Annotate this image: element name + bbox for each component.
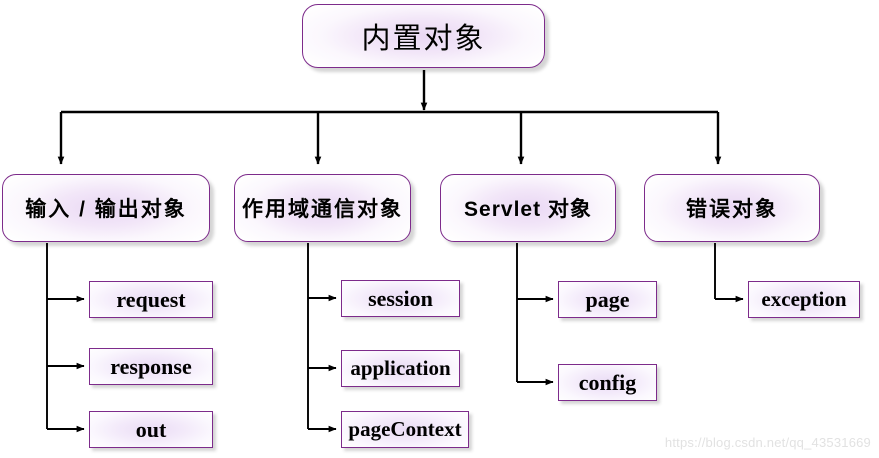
leaf-exception-label: exception: [761, 287, 847, 311]
node-branch-3-label: Servlet 对象: [464, 198, 592, 221]
leaf-request[interactable]: request: [89, 281, 213, 318]
node-branch-3[interactable]: Servlet 对象: [440, 174, 616, 242]
node-root[interactable]: 内置对象: [302, 4, 545, 68]
node-branch-1[interactable]: 输入 / 输出对象: [2, 174, 210, 242]
node-root-label: 内置对象: [361, 23, 486, 55]
node-branch-1-label: 输入 / 输出对象: [25, 198, 187, 221]
node-branch-4-label: 错误对象: [686, 198, 778, 221]
leaf-config[interactable]: config: [558, 364, 657, 401]
leaf-session-label: session: [368, 285, 433, 311]
leaf-pagecontext[interactable]: pageContext: [341, 411, 469, 448]
leaf-session[interactable]: session: [341, 280, 460, 317]
leaf-page[interactable]: page: [558, 281, 657, 318]
watermark: https://blog.csdn.net/qq_43531669: [664, 435, 871, 450]
leaf-out-label: out: [135, 416, 167, 442]
leaf-application[interactable]: application: [341, 350, 460, 387]
node-branch-2[interactable]: 作用域通信对象: [234, 174, 411, 242]
node-branch-4[interactable]: 错误对象: [644, 174, 820, 242]
leaf-application-label: application: [350, 356, 451, 380]
node-branch-2-label: 作用域通信对象: [242, 198, 403, 221]
leaf-response-label: response: [110, 353, 192, 379]
leaf-out[interactable]: out: [89, 411, 213, 448]
leaf-exception[interactable]: exception: [748, 281, 860, 318]
leaf-page-label: page: [585, 286, 630, 312]
leaf-pagecontext-label: pageContext: [348, 417, 462, 441]
leaf-response[interactable]: response: [89, 348, 213, 385]
leaf-request-label: request: [116, 286, 186, 312]
leaf-config-label: config: [578, 369, 637, 395]
